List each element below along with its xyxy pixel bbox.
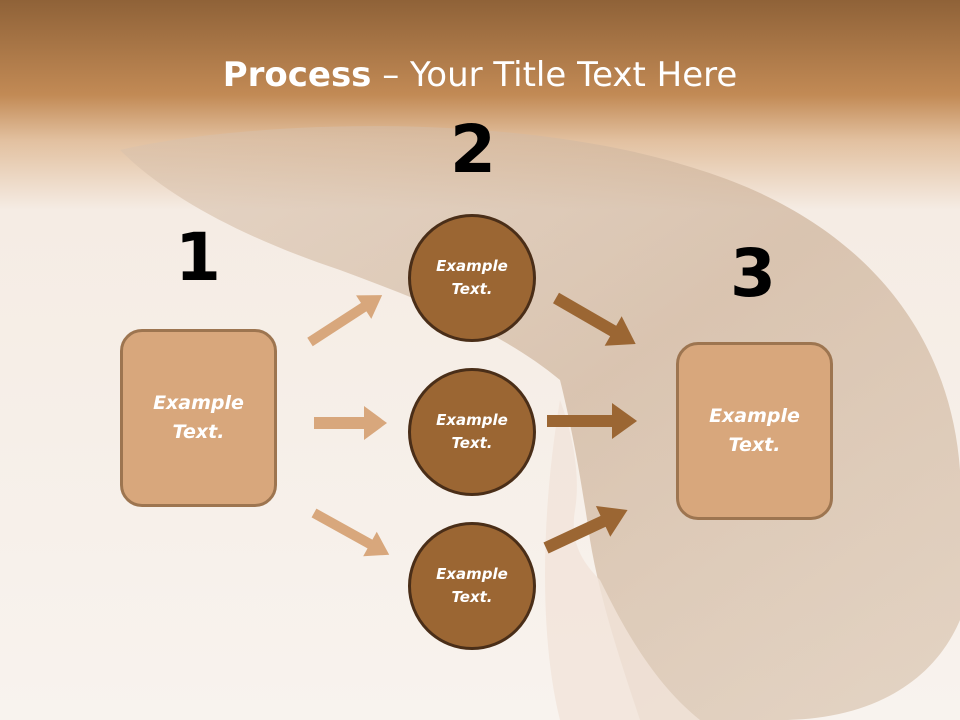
circle-middle-line1: Example xyxy=(436,411,508,429)
right-box-line1: Example xyxy=(709,405,800,427)
hair-shape xyxy=(120,126,960,720)
arrow-top-to-right xyxy=(553,292,636,346)
right-box-line2: Text. xyxy=(728,434,781,456)
left-box-line2: Text. xyxy=(172,421,225,443)
step-number-3: 3 xyxy=(730,235,776,312)
circle-top-line1: Example xyxy=(436,257,508,275)
slide-title: Process – Your Title Text Here xyxy=(0,52,960,98)
arrow-left-to-top xyxy=(307,295,383,347)
title-rest: – Your Title Text Here xyxy=(371,55,738,95)
left-box-line1: Example xyxy=(153,392,244,414)
circle-middle-line2: Text. xyxy=(451,434,493,452)
arrow-middle-to-right xyxy=(547,403,637,439)
circle-top-line2: Text. xyxy=(451,280,493,298)
face-shape xyxy=(545,400,700,720)
step-number-1: 1 xyxy=(175,219,221,296)
circle-bottom-line2: Text. xyxy=(451,588,493,606)
arrow-left-to-middle xyxy=(314,406,387,440)
circle-bottom-line1: Example xyxy=(436,565,508,583)
step-number-2: 2 xyxy=(450,111,496,188)
title-bold: Process xyxy=(222,55,372,95)
arrow-bottom-to-right xyxy=(543,505,628,554)
arrow-left-to-bottom xyxy=(311,508,390,557)
